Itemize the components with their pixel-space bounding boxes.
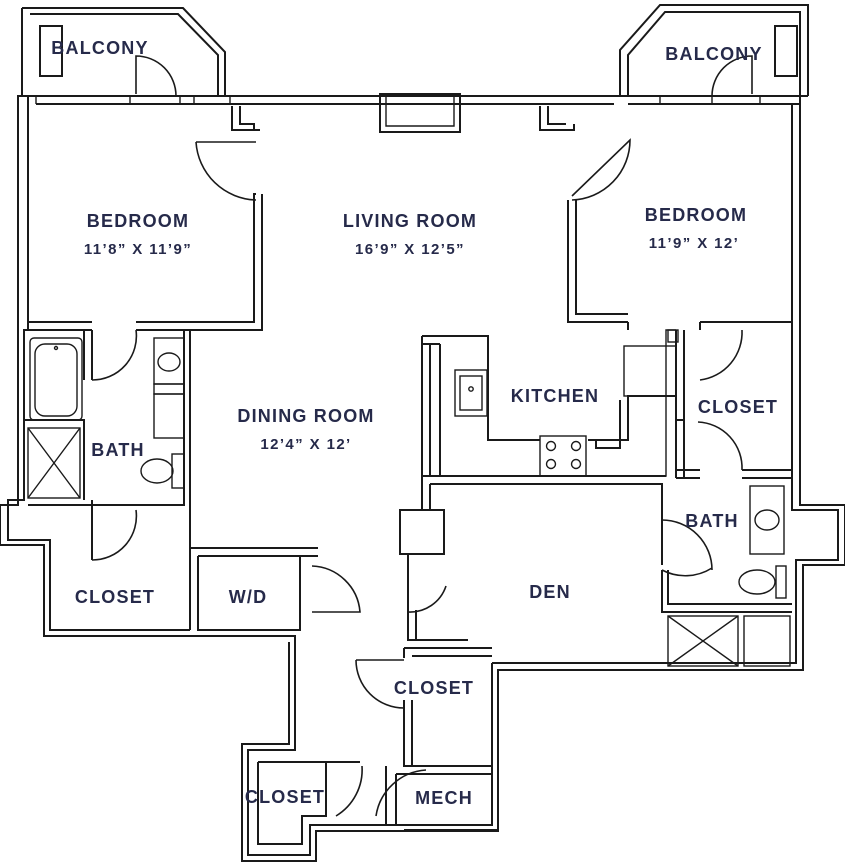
bath-right-label: BATH: [685, 511, 738, 531]
kitchen-label: KITCHEN: [511, 386, 599, 406]
bath-left-label: BATH: [91, 440, 144, 460]
balcony-right-label: BALCONY: [665, 44, 762, 64]
den-label: DEN: [529, 582, 571, 602]
mech-label: MECH: [415, 788, 473, 808]
living-room-dimensions: 16’9” X 12’5”: [355, 241, 465, 258]
dining-room-dimensions: 12’4” X 12’: [260, 436, 351, 453]
outer-walls: [0, 4, 845, 862]
balcony-left-label: BALCONY: [51, 38, 148, 58]
interior-walls: [24, 106, 792, 845]
living-room-label: LIVING ROOM: [343, 211, 477, 231]
bedroom-left-label: BEDROOM: [87, 211, 189, 231]
bedroom-left-dimensions: 11’8” X 11’9”: [84, 241, 192, 258]
wd-label: W/D: [229, 587, 268, 607]
closet-left-label: CLOSET: [75, 587, 155, 607]
bedroom-right-dimensions: 11’9” X 12’: [649, 235, 739, 252]
closet-bottom-label: CLOSET: [245, 787, 325, 807]
dining-room-label: DINING ROOM: [237, 406, 374, 426]
closet-center-label: CLOSET: [394, 678, 474, 698]
doors: [91, 55, 753, 817]
closet-right-label: CLOSET: [698, 397, 778, 417]
balcony-windows: [35, 25, 798, 133]
bedroom-right-label: BEDROOM: [645, 205, 747, 225]
